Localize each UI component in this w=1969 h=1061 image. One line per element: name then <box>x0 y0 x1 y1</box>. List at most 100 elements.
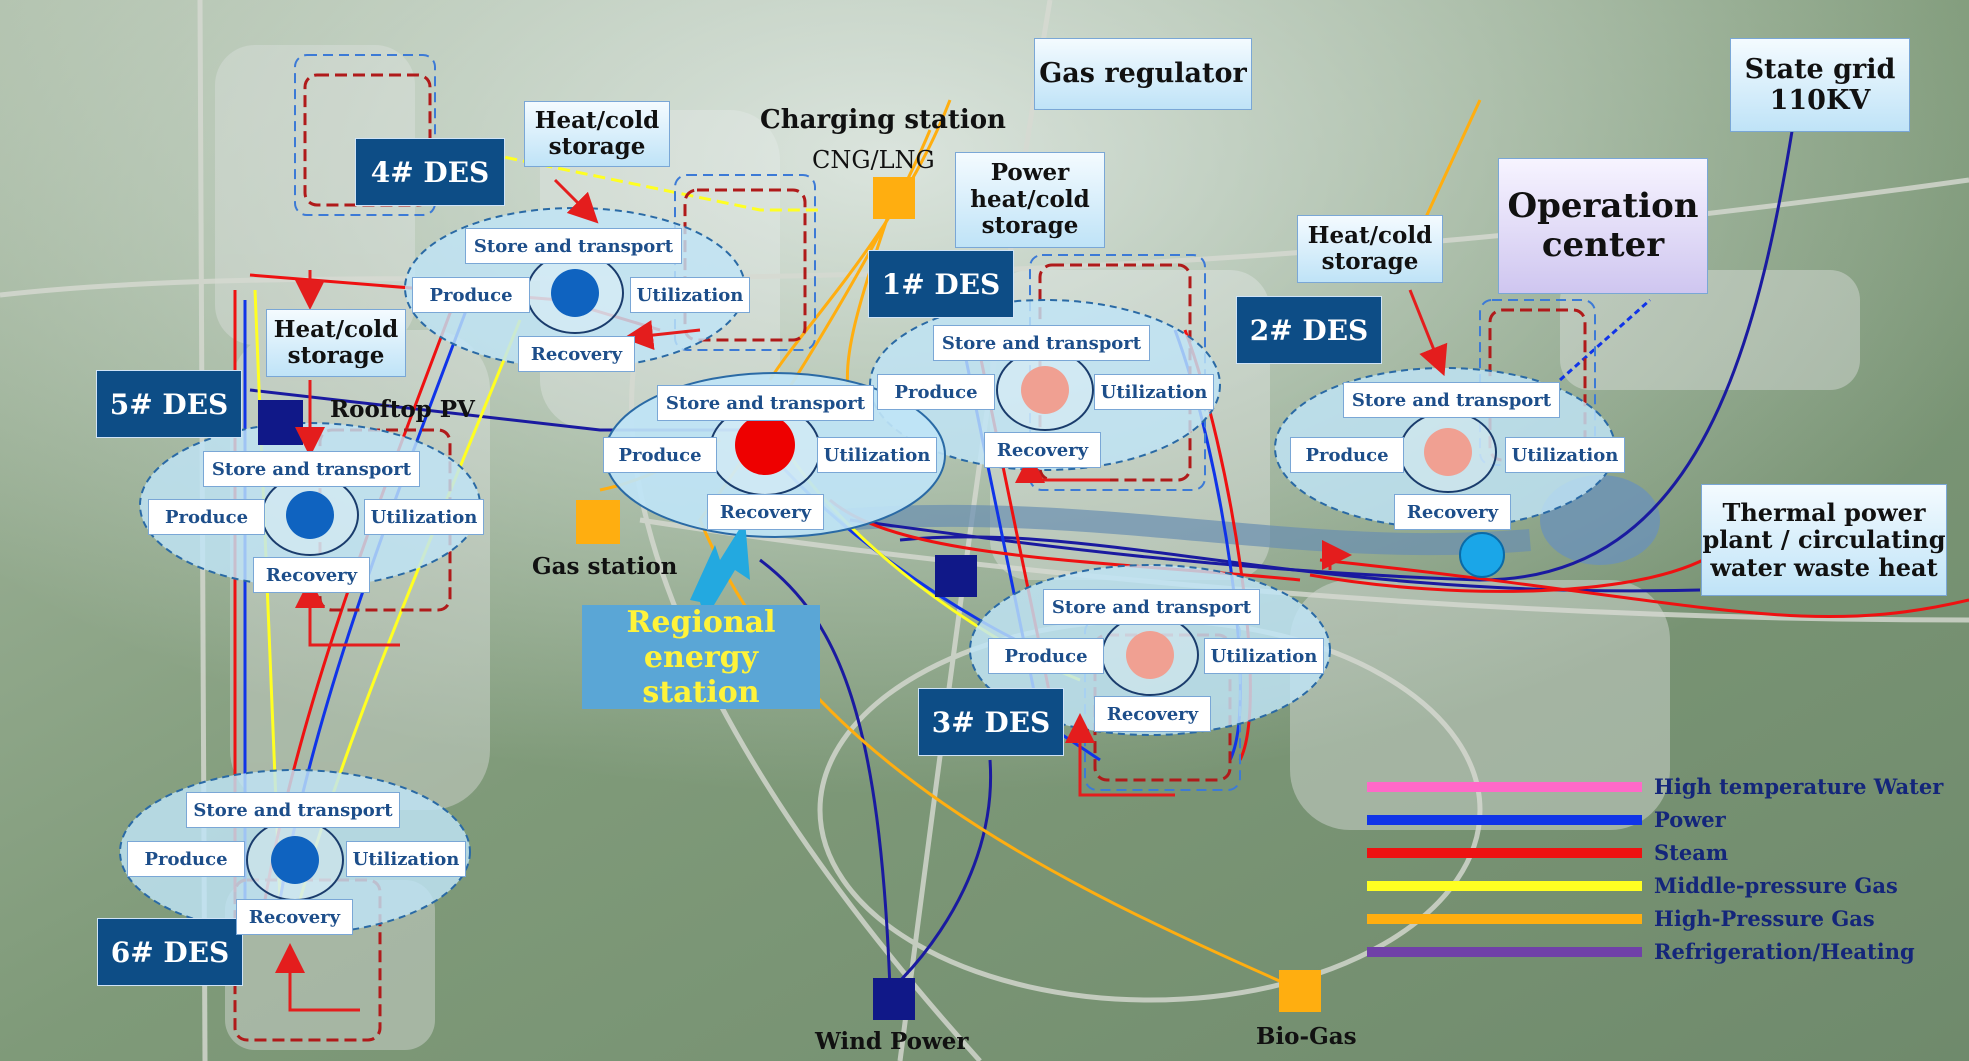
des3-utilization-label: Utilization <box>1204 638 1324 674</box>
legend-label: Refrigeration/Heating <box>1654 939 1915 964</box>
legend-row: Refrigeration/Heating <box>1367 939 1915 964</box>
legend-row: Middle-pressure Gas <box>1367 873 1898 898</box>
node-2des-dot <box>1424 428 1472 476</box>
rooftop-pv-label: Rooftop PV <box>330 396 475 423</box>
des-box-6[interactable]: 6# DES <box>97 918 243 986</box>
regional-energy-station[interactable]: Regional energy station <box>582 604 820 710</box>
des3-produce-label: Produce <box>988 638 1104 674</box>
legend: High temperature Water Power Steam Middl… <box>1367 774 1967 974</box>
legend-swatch <box>1367 847 1642 858</box>
state-grid-line1: State grid <box>1744 53 1896 85</box>
des3-square <box>935 555 977 597</box>
wind-power-square <box>873 978 915 1020</box>
des3-store-label: Store and transport <box>1043 589 1260 625</box>
thermal-line2: plant / circulating <box>1702 525 1946 555</box>
des1-produce-label: Produce <box>877 374 995 410</box>
storage-line1: Heat/cold <box>534 106 660 134</box>
charging-station-square <box>873 177 915 219</box>
thermal-line3: water waste heat <box>1710 552 1938 582</box>
power-storage-callout-1des: Power heat/cold storage <box>955 152 1105 248</box>
node-1des-dot <box>1021 366 1069 414</box>
bio-gas-square <box>1279 970 1321 1012</box>
operation-center-line2: center <box>1541 225 1665 265</box>
des-box-4[interactable]: 4# DES <box>355 138 505 206</box>
des5-utilization-label: Utilization <box>364 499 484 535</box>
state-grid-line2: 110KV <box>1769 85 1871 116</box>
legend-label: Power <box>1654 807 1726 832</box>
des2-produce-label: Produce <box>1290 437 1404 473</box>
des2-store-label: Store and transport <box>1343 382 1560 418</box>
node-5des-dot <box>286 491 334 539</box>
des5-produce-label: Produce <box>148 499 265 535</box>
operation-center-line1: Operation <box>1507 185 1699 226</box>
des2-utilization-label: Utilization <box>1505 437 1625 473</box>
legend-label: High temperature Water <box>1654 774 1944 799</box>
legend-swatch <box>1367 913 1642 924</box>
node-3des-dot <box>1126 631 1174 679</box>
thermal-plant-callout: Thermal power plant / circulating water … <box>1701 484 1947 596</box>
legend-label: Middle-pressure Gas <box>1654 873 1898 898</box>
legend-row: Steam <box>1367 840 1728 865</box>
regional-line2: energy station <box>642 639 760 710</box>
regional-store-label: Store and transport <box>657 385 874 421</box>
gas-station-square <box>576 500 620 544</box>
legend-swatch <box>1367 814 1642 825</box>
legend-swatch <box>1367 946 1642 957</box>
power-storage-line2: heat/cold <box>970 185 1090 213</box>
des1-recovery-label: Recovery <box>984 432 1101 468</box>
des-box-3[interactable]: 3# DES <box>918 688 1064 756</box>
legend-label: Steam <box>1654 840 1729 865</box>
rooftop-pv-square <box>258 400 303 445</box>
storage-line2: storage <box>1321 248 1419 275</box>
storage-callout-5des: Heat/cold storage <box>266 309 406 377</box>
des5-store-label: Store and transport <box>203 451 420 487</box>
thermal-line1: Thermal power <box>1722 497 1926 527</box>
gas-regulator-callout: Gas regulator <box>1034 38 1252 110</box>
bio-gas-label: Bio-Gas <box>1256 1023 1357 1050</box>
regional-arrow <box>690 520 750 620</box>
power-storage-line1: Power <box>990 159 1070 187</box>
thermal-node-dot <box>1459 532 1505 578</box>
des4-store-label: Store and transport <box>465 228 682 264</box>
des4-recovery-label: Recovery <box>518 336 635 372</box>
wind-power-label: Wind Power <box>815 1028 969 1055</box>
des3-recovery-label: Recovery <box>1094 696 1211 732</box>
gas-station-label: Gas station <box>532 553 678 580</box>
des2-recovery-label: Recovery <box>1394 494 1511 530</box>
des6-produce-label: Produce <box>127 841 245 877</box>
des1-utilization-label: Utilization <box>1094 374 1214 410</box>
legend-swatch <box>1367 880 1642 891</box>
des4-utilization-label: Utilization <box>630 277 750 313</box>
cng-lng-label: CNG/LNG <box>812 146 935 174</box>
storage-line2: storage <box>287 342 385 369</box>
des6-store-label: Store and transport <box>186 792 400 828</box>
regional-recovery-label: Recovery <box>707 494 824 530</box>
des6-recovery-label: Recovery <box>236 899 353 935</box>
legend-row: High-Pressure Gas <box>1367 906 1875 931</box>
storage-line1: Heat/cold <box>1307 221 1433 249</box>
legend-row: Power <box>1367 807 1726 832</box>
legend-swatch <box>1367 781 1642 792</box>
legend-label: High-Pressure Gas <box>1654 906 1875 931</box>
des6-utilization-label: Utilization <box>346 841 466 877</box>
node-6des-dot <box>271 836 319 884</box>
regional-node-dot <box>735 415 795 475</box>
charging-station-label: Charging station <box>760 105 1006 135</box>
state-grid-callout: State grid 110KV <box>1730 38 1910 132</box>
regional-line1: Regional <box>626 604 776 640</box>
des4-produce-label: Produce <box>412 277 530 313</box>
node-4des-dot <box>551 269 599 317</box>
operation-center-callout[interactable]: Operation center <box>1498 158 1708 294</box>
power-storage-line3: storage <box>981 212 1079 240</box>
des5-recovery-label: Recovery <box>253 557 370 593</box>
des-box-5[interactable]: 5# DES <box>96 370 242 438</box>
regional-produce-label: Produce <box>603 437 717 473</box>
storage-callout-4des: Heat/cold storage <box>524 101 670 167</box>
storage-line1: Heat/cold <box>273 315 399 343</box>
storage-callout-2des: Heat/cold storage <box>1297 215 1443 283</box>
des-box-1[interactable]: 1# DES <box>868 250 1014 318</box>
des1-store-label: Store and transport <box>933 325 1150 361</box>
des-box-2[interactable]: 2# DES <box>1236 296 1382 364</box>
storage-line2: storage <box>548 133 646 160</box>
